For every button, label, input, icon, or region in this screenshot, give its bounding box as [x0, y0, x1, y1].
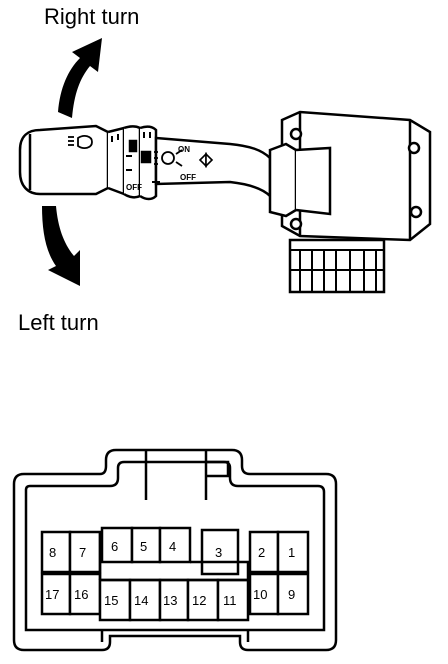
pin-1: 1	[288, 545, 295, 560]
pin-cell-1	[276, 530, 310, 574]
pin-10: 10	[253, 587, 267, 602]
pin-9: 9	[288, 587, 295, 602]
pin-8: 8	[49, 545, 56, 560]
headlamp-symbol-icon	[68, 135, 93, 149]
left-turn-arrow	[42, 206, 80, 286]
off-mark: OFF	[180, 173, 196, 182]
pin-numbers: 8 7 6 5 4 3 2 1 17 16 15 14 13 12 11 10 …	[45, 539, 295, 608]
pin-3: 3	[215, 545, 222, 560]
pin-14: 14	[134, 593, 148, 608]
fog-lamp-symbol-icon	[154, 149, 183, 167]
off-mark-small: OFF	[126, 183, 142, 192]
pin-2: 2	[258, 545, 265, 560]
right-turn-label: Right turn	[44, 4, 140, 29]
pin-cell-9	[276, 572, 310, 616]
pin-7: 7	[79, 545, 86, 560]
right-turn-arrow	[58, 38, 102, 118]
pin-13: 13	[163, 593, 177, 608]
left-turn-label: Left turn	[18, 310, 99, 335]
pin-6: 6	[111, 539, 118, 554]
turn-signal-symbol-icon	[198, 152, 214, 168]
pin-cell-3	[200, 528, 240, 576]
turn-signal-lever	[18, 124, 272, 201]
pin-cell-13	[158, 578, 190, 622]
rotary-ring-ticks	[111, 132, 151, 171]
pin-12: 12	[192, 593, 206, 608]
switch-housing	[268, 110, 432, 294]
pin-cell-2	[248, 530, 280, 574]
pin-17: 17	[45, 587, 59, 602]
pin-16: 16	[74, 587, 88, 602]
pin-5: 5	[140, 539, 147, 554]
pin-11: 11	[223, 593, 237, 608]
pin-4: 4	[169, 539, 176, 554]
on-mark: ON	[178, 145, 190, 154]
pin-cell-4	[158, 526, 192, 564]
connector-pin-grid	[40, 526, 310, 622]
pin-cell-17	[40, 572, 72, 616]
pin-15: 15	[104, 593, 118, 608]
